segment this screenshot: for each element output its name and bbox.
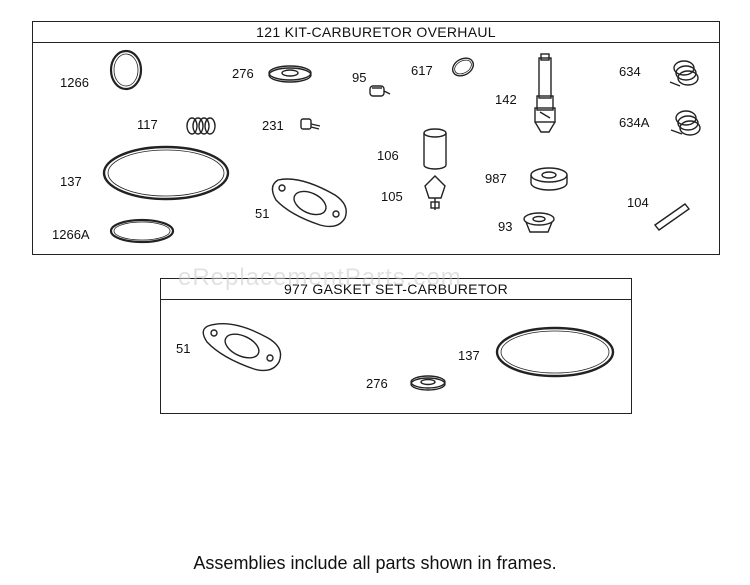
part-106-jet-drawing: [423, 128, 447, 170]
gasket-label-137: 137: [458, 348, 480, 363]
kit-label-634: 634: [619, 64, 641, 79]
gasket-frame: 977 GASKET SET-CARBURETOR: [160, 278, 632, 414]
gasket-title: 977 GASKET SET-CARBURETOR: [161, 279, 631, 300]
part-231-screw-drawing: [300, 118, 321, 130]
kit-label-93: 93: [498, 219, 513, 234]
kit-label-104: 104: [627, 195, 649, 210]
kit-label-137: 137: [60, 174, 82, 189]
kit-label-142: 142: [495, 92, 517, 107]
part-1266-o-ring-drawing: [109, 49, 143, 91]
kit-label-51: 51: [255, 206, 270, 221]
gasket-part-276-drawing: [410, 375, 446, 391]
part-634a-spring-drawing: [670, 110, 701, 136]
kit-label-617: 617: [411, 63, 433, 78]
part-1266a-o-ring-drawing: [109, 218, 175, 244]
part-117-spring-drawing: [186, 117, 216, 135]
watermark-text: eReplacementParts.com: [178, 264, 462, 291]
part-95-screw-drawing: [369, 85, 391, 97]
kit-label-634a: 634A: [619, 115, 650, 130]
part-617-ring-drawing: [451, 57, 475, 77]
kit-title: 121 KIT-CARBURETOR OVERHAUL: [33, 22, 719, 43]
kit-frame: 121 KIT-CARBURETOR OVERHAUL: [32, 21, 720, 255]
part-104-pin-drawing: [653, 203, 691, 231]
kit-label-105: 105: [381, 189, 403, 204]
gasket-label-51: 51: [176, 341, 191, 356]
kit-label-106: 106: [377, 148, 399, 163]
kit-label-1266: 1266: [60, 75, 89, 90]
part-142-shaft-drawing: [534, 53, 556, 133]
kit-label-987: 987: [485, 171, 507, 186]
part-276-washer-drawing: [268, 65, 312, 83]
gasket-part-51-drawing: [202, 323, 282, 372]
part-987-washer-drawing: [530, 167, 568, 191]
gasket-label-276: 276: [366, 376, 388, 391]
part-634-spring-drawing: [669, 60, 699, 87]
kit-label-95: 95: [352, 70, 367, 85]
kit-label-1266a: 1266A: [52, 227, 90, 242]
part-105-needle-drawing: [424, 175, 446, 210]
kit-label-117: 117: [137, 117, 158, 132]
footer-note: Assemblies include all parts shown in fr…: [193, 553, 557, 573]
kit-label-276: 276: [232, 66, 254, 81]
part-51-flange-gasket-drawing: [271, 178, 347, 228]
gasket-part-137-drawing: [495, 326, 615, 378]
part-137-gasket-drawing: [102, 145, 230, 201]
part-93-nut-drawing: [523, 212, 555, 233]
kit-label-231: 231: [262, 118, 284, 133]
